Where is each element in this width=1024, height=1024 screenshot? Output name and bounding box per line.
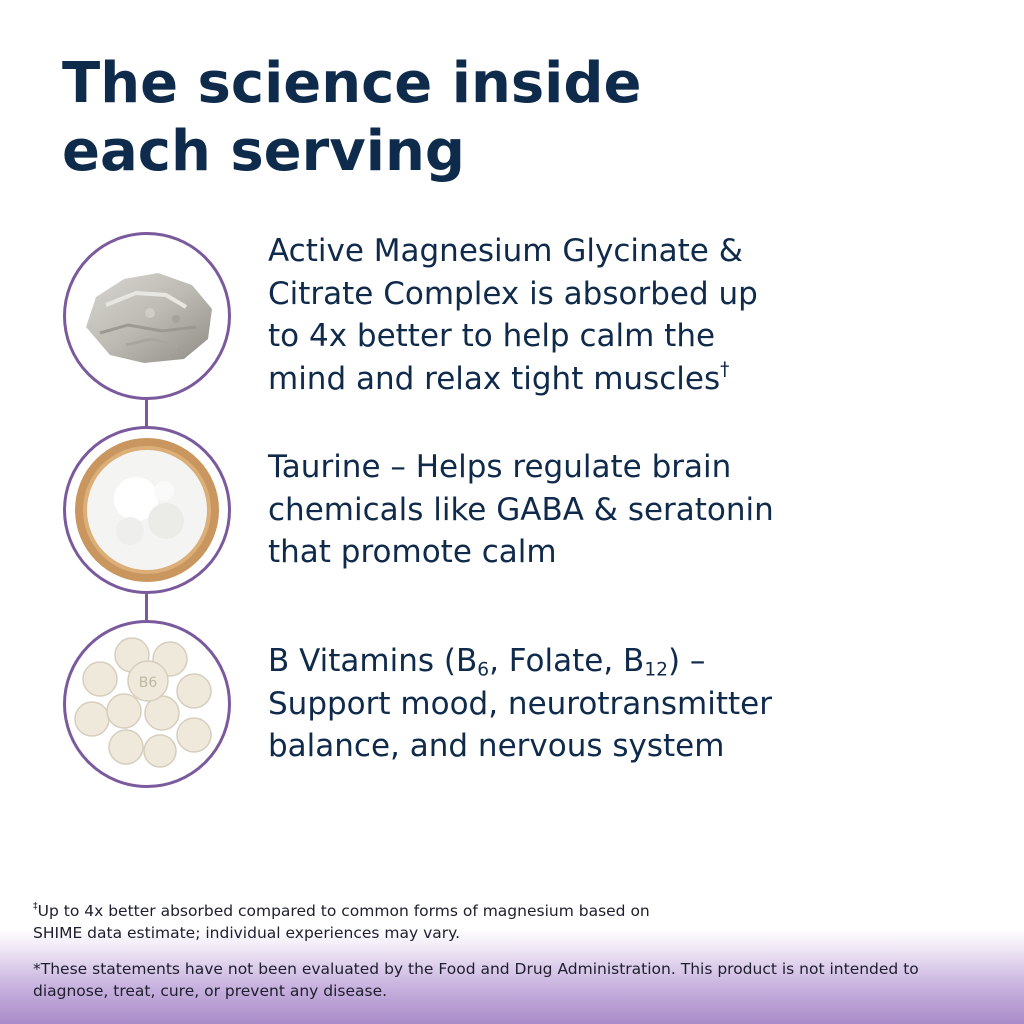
b-vitamins-description: B Vitamins (B6, Folate, B12) – Support m… bbox=[268, 640, 1008, 768]
b-vitamins-line-1: B Vitamins (B6, Folate, B12) – bbox=[268, 640, 1008, 683]
absorption-footnote-line-2: SHIME data estimate; individual experien… bbox=[33, 924, 461, 942]
tablet-b6-label: B6 bbox=[139, 675, 158, 691]
page-title-line-2: each serving bbox=[62, 119, 465, 184]
fda-disclaimer-line-2: diagnose, treat, cure, or prevent any di… bbox=[33, 982, 388, 1000]
b-vitamins-suffix: ) – bbox=[667, 643, 706, 679]
timeline-connector-2 bbox=[145, 592, 148, 622]
b12-subscript: 12 bbox=[644, 659, 668, 681]
magnesium-line-3: to 4x better to help calm the bbox=[268, 318, 716, 354]
fda-disclaimer-line-1: *These statements have not been evaluate… bbox=[33, 960, 919, 978]
magnesium-rock-icon bbox=[86, 273, 212, 363]
page-title-line-1: The science inside bbox=[62, 51, 642, 116]
taurine-line-2: chemicals like GABA & seratonin bbox=[268, 491, 774, 528]
taurine-powder-image bbox=[63, 426, 231, 594]
magnesium-line-4: mind and relax tight muscles† bbox=[268, 358, 1008, 401]
b-vitamins-middle: , Folate, B bbox=[489, 643, 645, 679]
absorption-footnote: ‡Up to 4x better absorbed compared to co… bbox=[33, 900, 650, 944]
taurine-line-1: Taurine – Helps regulate brain bbox=[268, 449, 732, 485]
b-vitamins-line-3: balance, and nervous system bbox=[268, 728, 725, 764]
dagger-mark: † bbox=[720, 358, 730, 380]
b-vitamin-tablets-image: B6 bbox=[63, 620, 231, 788]
timeline-connector-1 bbox=[145, 398, 148, 428]
magnesium-line-4-text: mind and relax tight muscles bbox=[268, 360, 721, 397]
b-vitamin-tablets-icon: B6 bbox=[74, 637, 212, 768]
magnesium-description: Active Magnesium Glycinate & Citrate Com… bbox=[268, 230, 1008, 400]
magnesium-rock-image bbox=[63, 232, 231, 400]
footer-gradient-band bbox=[0, 928, 1024, 1024]
b-vitamins-prefix: B Vitamins (B bbox=[268, 643, 478, 679]
fda-disclaimer: *These statements have not been evaluate… bbox=[33, 958, 919, 1002]
taurine-description: Taurine – Helps regulate brain chemicals… bbox=[268, 446, 1008, 574]
taurine-powder-bowl-icon bbox=[75, 438, 219, 582]
b6-subscript: 6 bbox=[477, 659, 490, 681]
magnesium-line-1: Active Magnesium Glycinate & bbox=[268, 233, 743, 269]
taurine-line-3: that promote calm bbox=[268, 534, 557, 570]
double-dagger-mark: ‡ bbox=[33, 901, 38, 913]
absorption-footnote-line-1: ‡Up to 4x better absorbed compared to co… bbox=[33, 900, 650, 922]
absorption-footnote-text-1: Up to 4x better absorbed compared to com… bbox=[37, 902, 650, 920]
b-vitamins-line-2: Support mood, neurotransmitter bbox=[268, 685, 772, 722]
magnesium-line-2: Citrate Complex is absorbed up bbox=[268, 275, 758, 312]
page-title: The science inside each serving bbox=[62, 50, 682, 186]
